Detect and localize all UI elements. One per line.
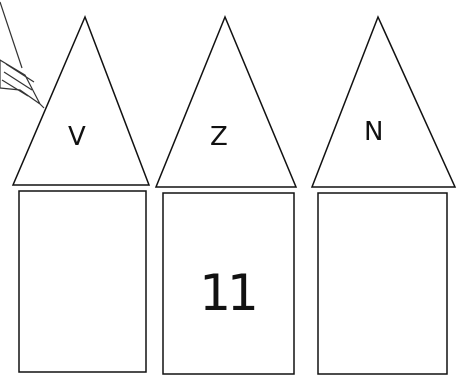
pencil-icon (0, 2, 44, 108)
house-3-body (318, 193, 447, 374)
house-1-body (19, 191, 146, 372)
house-3-roof (312, 17, 455, 187)
house-2: Z 11 (156, 17, 296, 374)
house-3: N (312, 17, 455, 374)
house-1-roof (13, 17, 149, 185)
house-2-body-value: 11 (199, 264, 255, 322)
house-2-roof-label: Z (210, 122, 228, 152)
house-1-roof-label: V (68, 122, 86, 152)
house-1: V (13, 17, 149, 372)
house-2-roof (156, 17, 296, 187)
house-3-roof-label: N (364, 117, 383, 147)
